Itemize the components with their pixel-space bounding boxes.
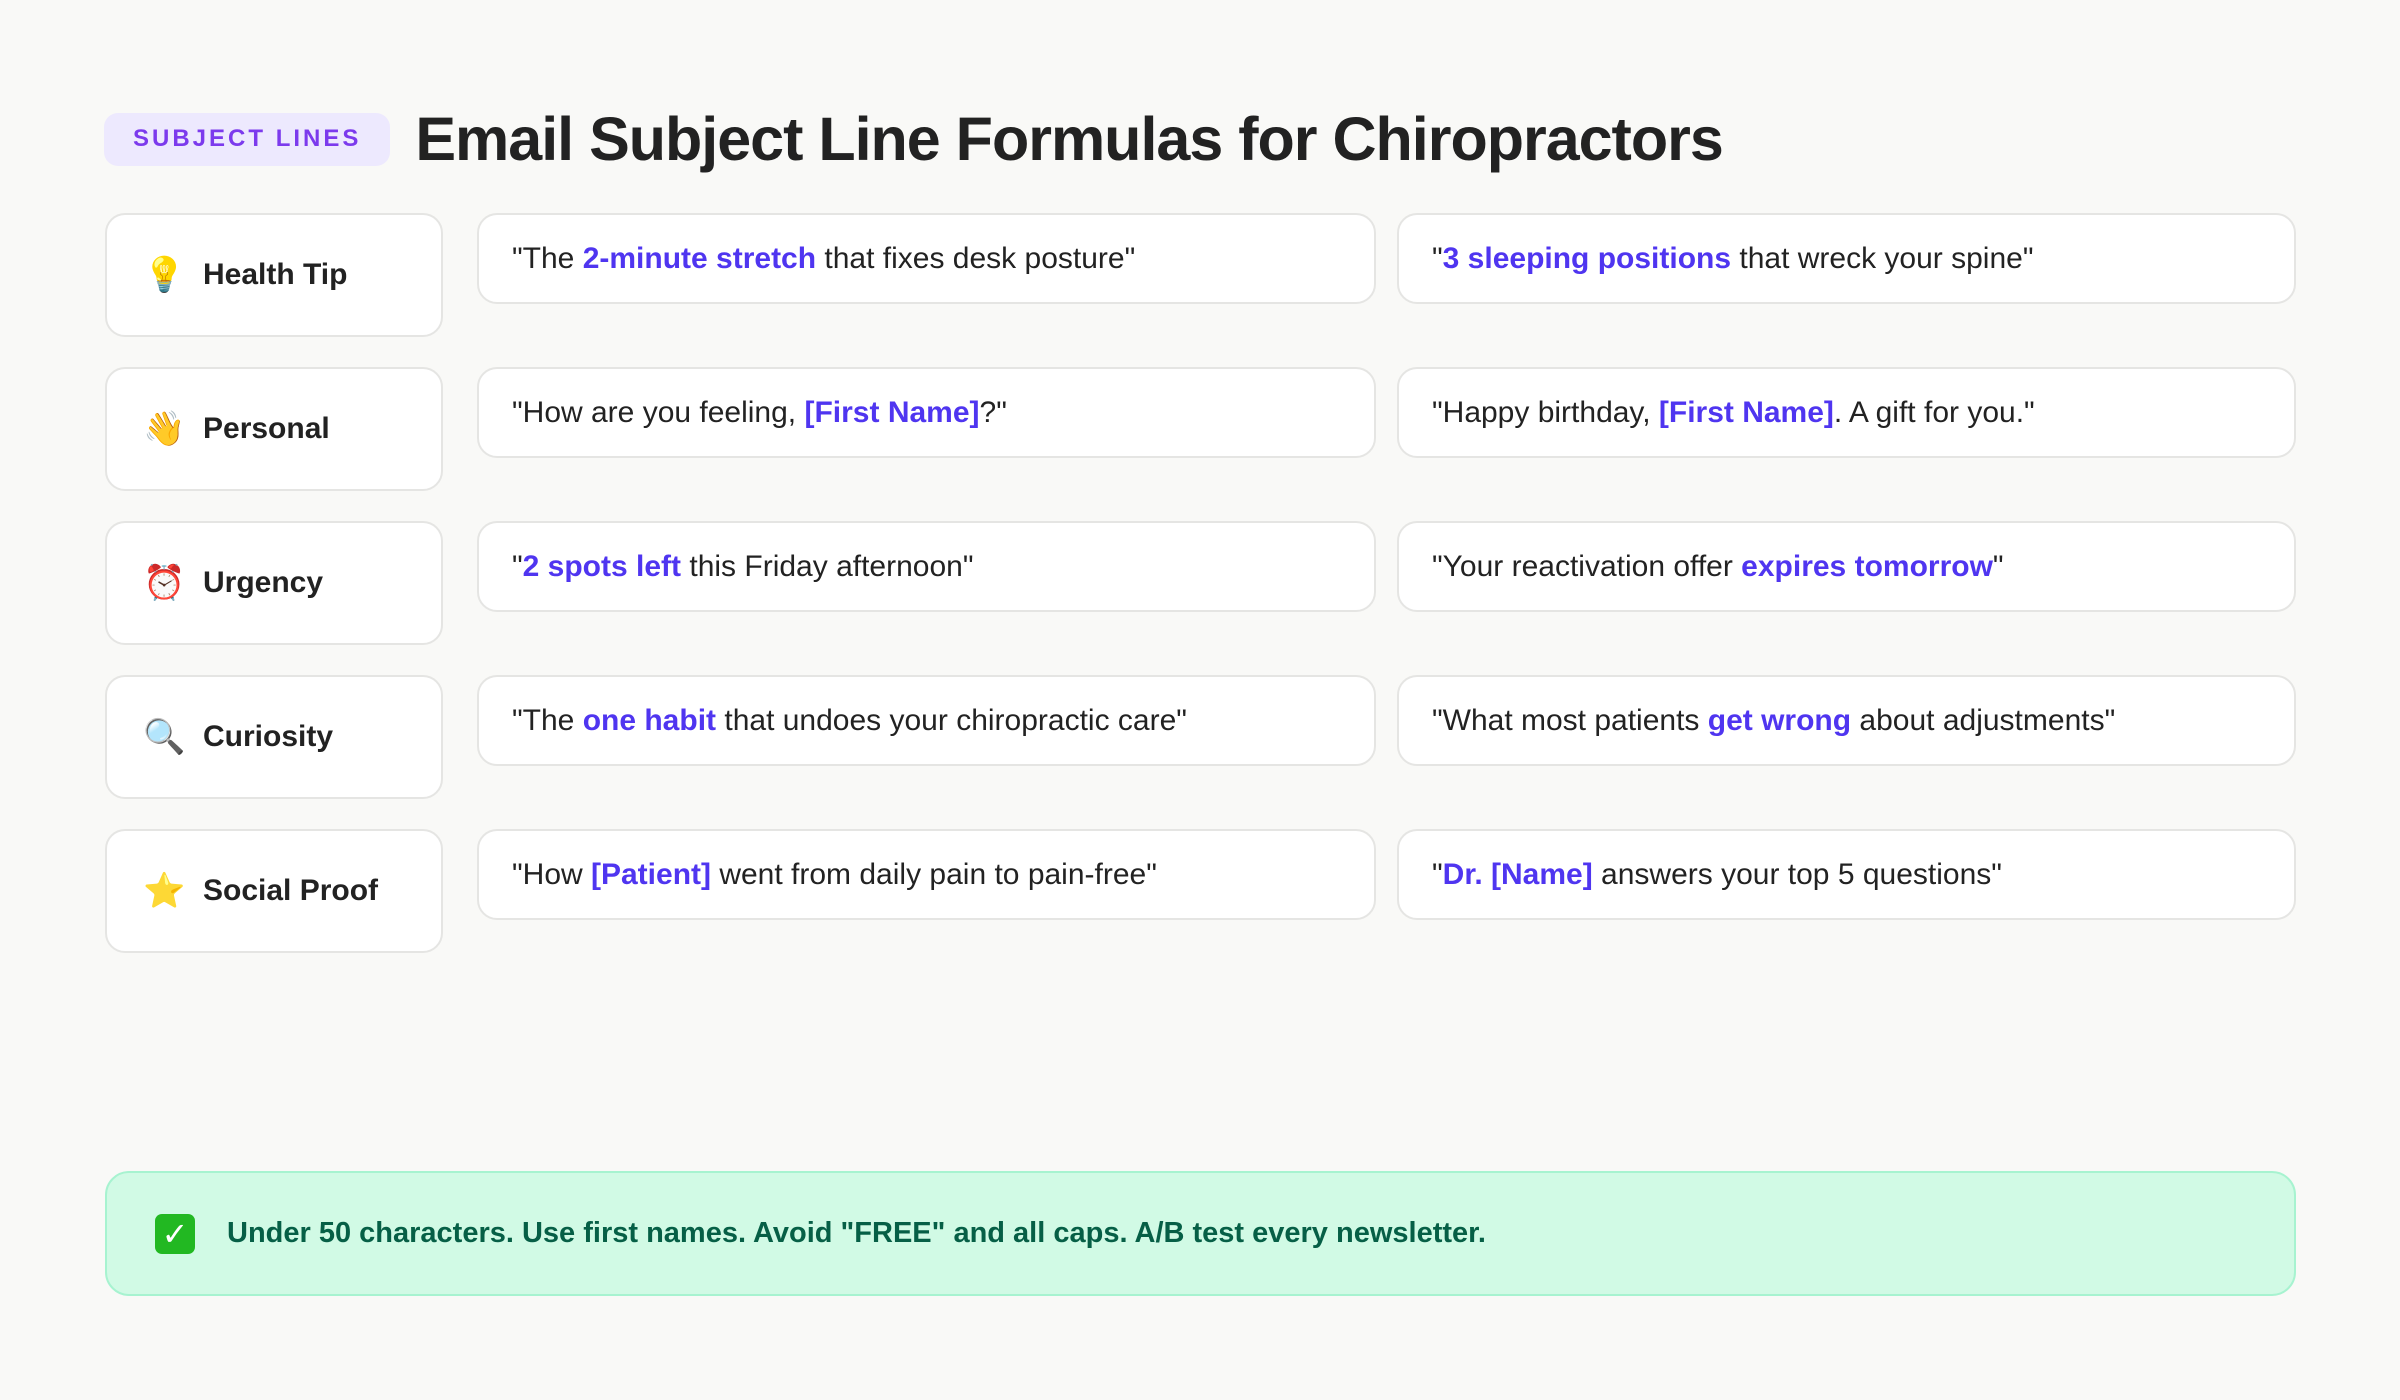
formula-grid: 💡 Health Tip "The 2-minute stretch that …	[105, 213, 2296, 983]
example-highlight: 3 sleeping positions	[1442, 241, 1732, 275]
example-highlight: get wrong	[1707, 703, 1852, 737]
formula-row-urgency: ⏰ Urgency "2 spots left this Friday afte…	[105, 521, 2296, 645]
page-title: Email Subject Line Formulas for Chiropra…	[415, 105, 1723, 173]
example-text: "The	[512, 703, 583, 737]
example-text: "How	[512, 857, 591, 891]
category-label: Curiosity	[203, 720, 334, 753]
magnifying-glass-icon: 🔍	[143, 718, 186, 756]
category-card-personal: 👋 Personal	[105, 367, 443, 491]
header: SUBJECT LINES Email Subject Line Formula…	[104, 100, 1724, 178]
category-label: Personal	[203, 412, 330, 445]
waving-hand-icon: 👋	[143, 410, 186, 448]
formula-row-personal: 👋 Personal "How are you feeling, [First …	[105, 367, 2296, 491]
formula-row-social-proof: ⭐ Social Proof "How [Patient] went from …	[105, 829, 2296, 953]
example-text: that undoes your chiropractic care"	[716, 703, 1187, 737]
section-badge: SUBJECT LINES	[104, 112, 391, 166]
example-text: ?"	[979, 395, 1007, 429]
example-card: "What most patients get wrong about adju…	[1397, 675, 2296, 766]
example-text: answers your top 5 questions"	[1592, 857, 2002, 891]
example-text: "What most patients	[1432, 703, 1708, 737]
formula-row-curiosity: 🔍 Curiosity "The one habit that undoes y…	[105, 675, 2296, 799]
tip-banner: ✓ Under 50 characters. Use first names. …	[105, 1171, 2296, 1296]
example-text: about adjustments"	[1851, 703, 2116, 737]
example-highlight: expires tomorrow	[1741, 549, 1993, 583]
example-text: "How are you feeling,	[512, 395, 805, 429]
category-label: Health Tip	[203, 258, 348, 291]
example-highlight: [First Name]	[1658, 395, 1834, 429]
example-card: "How are you feeling, [First Name]?"	[477, 367, 1376, 458]
example-highlight: 2-minute stretch	[582, 241, 817, 275]
example-text: "Happy birthday,	[1432, 395, 1659, 429]
category-card-social-proof: ⭐ Social Proof	[105, 829, 443, 953]
category-label: Urgency	[203, 566, 324, 599]
example-text: "Your reactivation offer	[1432, 549, 1742, 583]
example-card: "Happy birthday, [First Name]. A gift fo…	[1397, 367, 2296, 458]
checkmark-icon: ✓	[155, 1213, 195, 1254]
example-card: "The 2-minute stretch that fixes desk po…	[477, 213, 1376, 304]
star-icon: ⭐	[143, 872, 186, 910]
example-highlight: one habit	[582, 703, 717, 737]
example-text: "	[512, 549, 523, 583]
example-text: "The	[512, 241, 583, 275]
alarm-clock-icon: ⏰	[143, 564, 186, 602]
example-text: "	[1432, 857, 1443, 891]
example-highlight: 2 spots left	[522, 549, 682, 583]
example-highlight: Dr. [Name]	[1442, 857, 1593, 891]
formula-row-health-tip: 💡 Health Tip "The 2-minute stretch that …	[105, 213, 2296, 337]
category-card-urgency: ⏰ Urgency	[105, 521, 443, 645]
example-highlight: [Patient]	[591, 857, 711, 891]
example-card: "Dr. [Name] answers your top 5 questions…	[1397, 829, 2296, 920]
example-text: "	[1992, 549, 2004, 583]
example-card: "The one habit that undoes your chiropra…	[477, 675, 1376, 766]
example-text: this Friday afternoon"	[681, 549, 974, 583]
example-text: . A gift for you."	[1833, 395, 2035, 429]
example-text: "	[1432, 241, 1443, 275]
example-card: "How [Patient] went from daily pain to p…	[477, 829, 1376, 920]
example-text: that wreck your spine"	[1731, 241, 2034, 275]
category-label: Social Proof	[203, 874, 379, 907]
example-text: that fixes desk posture"	[816, 241, 1136, 275]
lightbulb-icon: 💡	[143, 256, 186, 294]
example-text: went from daily pain to pain-free"	[711, 857, 1157, 891]
tip-text: Under 50 characters. Use first names. Av…	[227, 1217, 1486, 1249]
example-card: "3 sleeping positions that wreck your sp…	[1397, 213, 2296, 304]
category-card-health-tip: 💡 Health Tip	[105, 213, 443, 337]
example-highlight: [First Name]	[804, 395, 980, 429]
example-card: "Your reactivation offer expires tomorro…	[1397, 521, 2296, 612]
category-card-curiosity: 🔍 Curiosity	[105, 675, 443, 799]
example-card: "2 spots left this Friday afternoon"	[477, 521, 1376, 612]
